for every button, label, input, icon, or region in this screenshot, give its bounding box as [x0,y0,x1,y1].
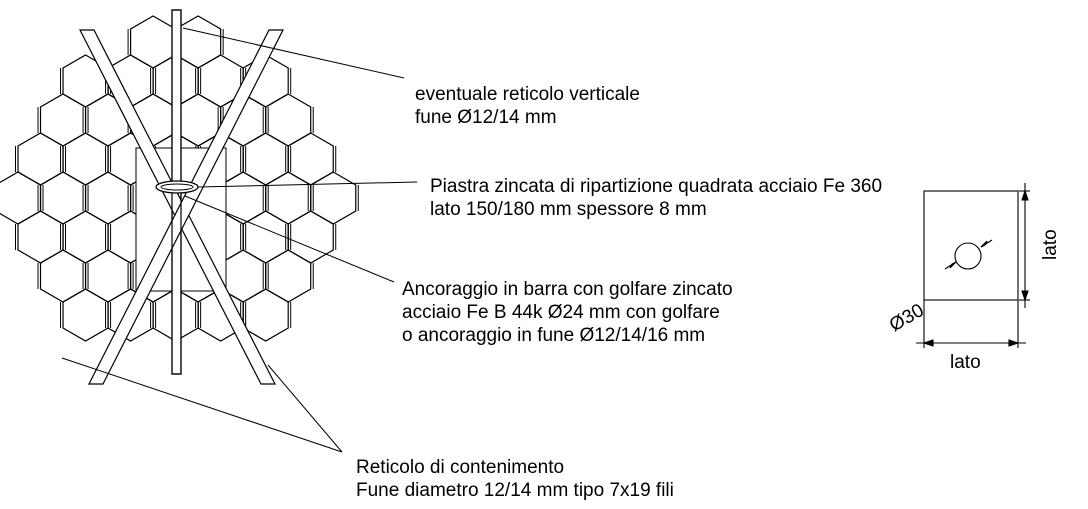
dimension-side-vertical: lato [1040,229,1061,260]
leader-containment-a [61,357,343,453]
mesh-cell [84,249,132,303]
mesh-cell [310,171,357,225]
label-plate-line1: Piastra zincata di ripartizione quadrata… [430,176,883,197]
mesh-cell [220,171,267,225]
mesh-cell [242,132,289,186]
leader-vertical-net [182,27,405,79]
leader-containment-b [267,364,343,453]
label-anchor-line1: Ancoraggio in barra con golfare zincato [402,279,733,300]
mesh-cell [62,132,109,186]
mesh-cell [265,249,312,303]
mesh-cell [39,93,87,147]
mesh-cell [265,171,312,225]
diagonal-rope-b [88,29,284,385]
mesh-cell [17,132,64,186]
mesh-cell [62,210,109,264]
mesh-cell [129,15,177,69]
containment-ropes [79,9,284,385]
mesh-cell [287,210,334,264]
mesh-cell [84,171,132,225]
leader-plate [197,181,418,188]
mesh-cell [175,15,222,69]
mesh-cell [265,93,312,147]
leader-anchor [184,195,395,283]
mesh-cell [242,210,289,264]
leader-lines [61,27,418,453]
diagonal-rope-a [79,29,276,385]
label-containment-line1: Reticolo di contenimento [356,457,565,478]
label-vertical-net-line2: fune Ø12/14 mm [415,107,557,128]
label-plate-line2: lato 150/180 mm spessore 8 mm [430,199,707,220]
plate-detail-hole [954,242,982,270]
mesh-cell [39,171,87,225]
vertical-rope-front [171,9,182,375]
label-anchor-line3: o ancoraggio in fune Ø12/14/16 mm [402,325,706,346]
plate-detail [916,183,1030,348]
label-containment-line2: Fune diametro 12/14 mm tipo 7x19 fili [356,480,674,501]
mesh-cell [62,288,109,342]
label-anchor-line2: acciaio Fe B 44k Ø24 mm con golfare [402,302,720,323]
mesh-cell [0,171,42,225]
label-anchor: Ancoraggio in barra con golfare zincato … [402,278,733,347]
plate-detail-square [923,190,1019,301]
anchor-eyebolt-inner [160,183,194,191]
dimension-side-horizontal: lato [950,352,981,373]
anchor-eyebolt [155,180,199,194]
mesh-cell [17,210,64,264]
label-containment: Reticolo di contenimento Fune diametro 1… [356,456,674,502]
mesh-cell [39,249,87,303]
mesh-cell [287,132,334,186]
label-vertical-net: eventuale reticolo verticale fune Ø12/14… [415,83,640,129]
mesh-cell [242,288,289,342]
label-plate: Piastra zincata di ripartizione quadrata… [430,175,882,221]
label-vertical-net-line1: eventuale reticolo verticale [415,84,640,105]
